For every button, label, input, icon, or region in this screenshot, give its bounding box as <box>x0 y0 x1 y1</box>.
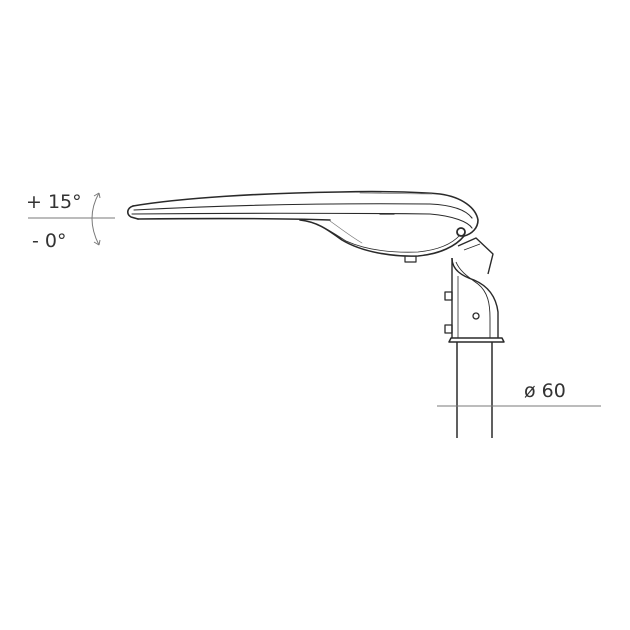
head-upper-outline <box>132 190 479 237</box>
tilt-down-label: - 0° <box>32 230 66 252</box>
head-bottom-tab <box>404 255 417 263</box>
bolt-lower-icon <box>444 324 453 334</box>
pole <box>456 342 493 438</box>
bracket-angled-plate <box>457 237 494 275</box>
pole-diameter-label: ø 60 <box>524 380 566 402</box>
bracket-arm-outer <box>451 257 499 338</box>
tilt-up-label: + 15° <box>26 191 82 213</box>
head-top-seam <box>359 192 433 195</box>
luminaire-head <box>127 190 479 263</box>
bracket-plate-line <box>463 243 481 251</box>
tilt-arc-arrow <box>91 192 100 246</box>
tilt-arrowhead-down <box>93 239 101 246</box>
head-lens-inner <box>305 220 461 253</box>
head-band-line-1 <box>133 203 473 219</box>
pole-bracket <box>444 237 505 343</box>
bolt-upper-icon <box>444 291 453 301</box>
head-lens-reflection <box>329 220 363 244</box>
head-lower-edge <box>137 217 331 221</box>
bracket-arm-inner <box>455 261 491 338</box>
bracket-collar <box>448 337 505 343</box>
head-front-tip <box>127 205 139 220</box>
tilt-arrowhead-up <box>93 192 101 199</box>
bracket-screw-icon <box>472 312 480 320</box>
diameter-dimension: ø 60 <box>437 380 601 407</box>
tilt-annotation: + 15° - 0° <box>26 191 115 252</box>
hinge-pin-icon <box>456 227 466 237</box>
head-band-line-2 <box>131 212 473 229</box>
